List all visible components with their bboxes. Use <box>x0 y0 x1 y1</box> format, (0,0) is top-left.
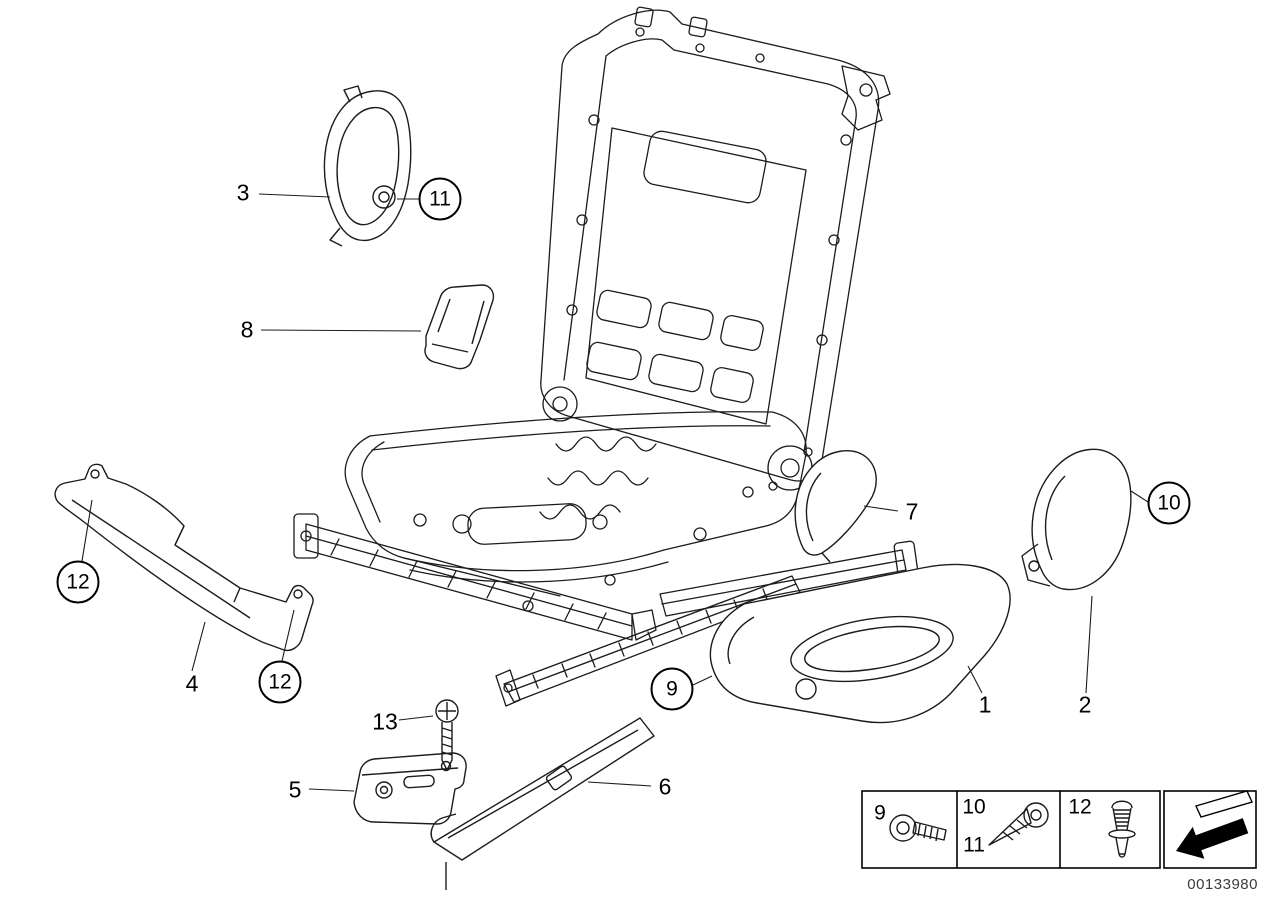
callout-12-b[interactable]: 12 <box>258 660 302 704</box>
callout-2[interactable]: 2 <box>1078 691 1092 718</box>
part-2-shape <box>1021 448 1132 591</box>
part-1-shape <box>709 563 1011 724</box>
callout-10[interactable]: 10 <box>1147 481 1191 525</box>
fastener-legend-box <box>861 790 1161 869</box>
callout-4[interactable]: 4 <box>185 670 199 697</box>
callout-12-a[interactable]: 12 <box>56 560 100 604</box>
legend-label-9[interactable]: 9 <box>874 801 886 825</box>
part-6-shape <box>430 717 655 890</box>
part-7-shape <box>794 450 877 563</box>
part-4-shape <box>54 463 314 652</box>
machine-screw-icon <box>889 814 947 842</box>
part-3-shape <box>323 85 412 247</box>
callout-6[interactable]: 6 <box>658 773 672 800</box>
callout-5[interactable]: 5 <box>288 776 302 803</box>
direction-arrow-icon <box>1163 790 1257 869</box>
leader-lines <box>81 193 1149 792</box>
callout-7[interactable]: 7 <box>905 498 919 525</box>
callout-9[interactable]: 9 <box>650 667 694 711</box>
part-13-shape <box>435 699 459 771</box>
legend-label-10[interactable]: 10 <box>962 795 986 819</box>
part-5-shape <box>353 752 467 825</box>
callout-8[interactable]: 8 <box>240 316 254 343</box>
document-number: 00133980 <box>1187 876 1258 893</box>
expanding-rivet-icon <box>1108 800 1136 858</box>
callout-13[interactable]: 13 <box>372 708 398 735</box>
seat-frame-drawing <box>293 6 919 707</box>
callout-3[interactable]: 3 <box>236 179 250 206</box>
callout-11[interactable]: 11 <box>418 177 462 221</box>
legend-label-12[interactable]: 12 <box>1068 795 1092 819</box>
callout-1[interactable]: 1 <box>978 691 992 718</box>
legend-label-11[interactable]: 11 <box>963 833 985 857</box>
tapping-screw-icon <box>988 802 1049 846</box>
part-8-shape <box>424 284 495 370</box>
